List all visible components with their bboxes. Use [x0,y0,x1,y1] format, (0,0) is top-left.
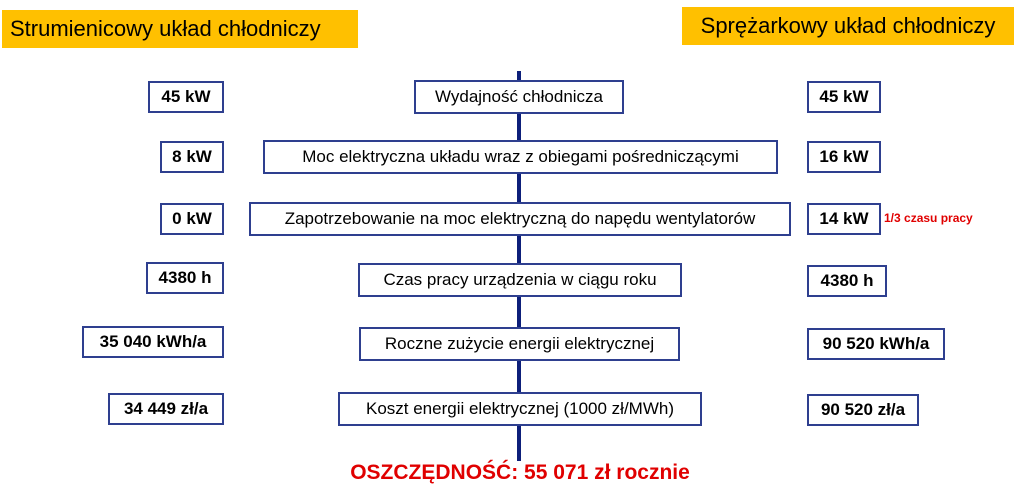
label-cooling-capacity: Wydajność chłodnicza [414,80,624,114]
left-value-fan-power: 0 kW [160,203,224,235]
right-value-operating-hours: 4380 h [807,265,887,297]
left-value-energy-cost: 34 449 zł/a [108,393,224,425]
label-annual-consumption: Roczne zużycie energii elektrycznej [359,327,680,361]
right-value-fan-power: 14 kW [807,203,881,235]
header-left: Strumienicowy układ chłodniczy [2,10,358,48]
right-value-electric-power: 16 kW [807,141,881,173]
header-right: Sprężarkowy układ chłodniczy [682,7,1014,45]
label-operating-hours: Czas pracy urządzenia w ciągu roku [358,263,682,297]
left-value-annual-consumption: 35 040 kWh/a [82,326,224,358]
label-electric-power: Moc elektryczna układu wraz z obiegami p… [263,140,778,174]
label-energy-cost: Koszt energii elektrycznej (1000 zł/MWh) [338,392,702,426]
right-value-annual-consumption: 90 520 kWh/a [807,328,945,360]
left-value-electric-power: 8 kW [160,141,224,173]
savings-summary: OSZCZĘDNOŚĆ: 55 071 zł rocznie [350,461,690,484]
right-note-operating-time: 1/3 czasu pracy [884,211,973,225]
right-value-cooling-capacity: 45 kW [807,81,881,113]
label-fan-power: Zapotrzebowanie na moc elektryczną do na… [249,202,791,236]
right-value-energy-cost: 90 520 zł/a [807,394,919,426]
left-value-cooling-capacity: 45 kW [148,81,224,113]
left-value-operating-hours: 4380 h [146,262,224,294]
